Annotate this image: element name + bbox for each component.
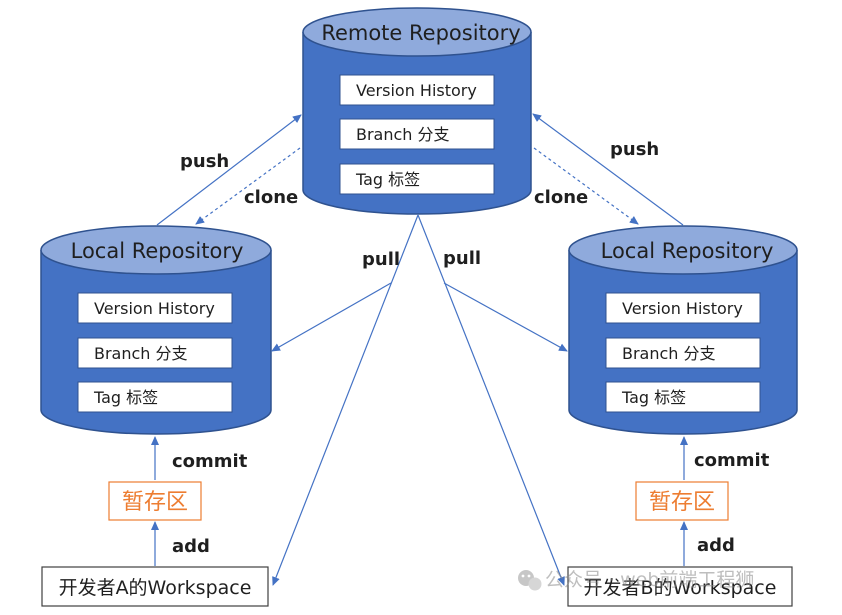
local-b-title: Local Repository [601, 239, 774, 263]
local-b-version-history: Version History [622, 299, 743, 318]
local-b-version-history-box [605, 292, 761, 324]
pull-left-arrow [271, 282, 392, 352]
clone-right-label: clone [534, 187, 588, 208]
local-a-version-history: Version History [94, 299, 215, 318]
remote-version-history: Version History [356, 81, 477, 100]
local-a-branch-box [77, 337, 233, 369]
clone-left-label: clone [244, 187, 298, 208]
pull-left-label: pull [362, 249, 400, 270]
local-a-branch: Branch 分支 [94, 344, 188, 363]
local-repository-a: Local Repository Version History Branch … [40, 225, 272, 435]
local-a-tag-box [77, 381, 233, 413]
remote-tag: Tag 标签 [355, 170, 420, 189]
push-right-arrow [532, 113, 684, 226]
wechat-icon [518, 570, 542, 591]
pull-right-label: pull [443, 248, 481, 269]
remote-repository: Remote Repository Version History Branch… [302, 7, 532, 215]
pull-to-workspace-a-arrow [272, 214, 419, 586]
local-a-version-history-box [77, 292, 233, 324]
commit-right-label: commit [694, 450, 770, 471]
local-b-branch-box [605, 337, 761, 369]
local-b-branch: Branch 分支 [622, 344, 716, 363]
pull-right-arrow [443, 282, 568, 352]
remote-title: Remote Repository [321, 21, 520, 45]
remote-branch-box [339, 118, 495, 150]
add-right-label: add [697, 535, 735, 556]
remote-tag-box [339, 163, 495, 195]
workspace-b: 开发者B的Workspace [567, 566, 793, 607]
local-b-tag-box [605, 381, 761, 413]
arrows [151, 113, 688, 586]
watermark-text: 公众号 · web前端工程狮 [545, 569, 754, 591]
local-a-tag: Tag 标签 [93, 388, 158, 407]
local-repository-b: Local Repository Version History Branch … [568, 225, 798, 435]
push-left-label: push [180, 151, 229, 172]
remote-branch: Branch 分支 [356, 125, 450, 144]
staging-area-b: 暂存区 [635, 481, 729, 521]
watermark: 公众号 · web前端工程狮 [518, 569, 754, 591]
staging-area-a: 暂存区 [108, 481, 202, 521]
staging-b-label: 暂存区 [649, 490, 715, 515]
push-left-arrow [156, 114, 302, 226]
pull-to-workspace-b-arrow [417, 214, 565, 586]
workspace-b-label: 开发者B的Workspace [584, 577, 777, 599]
push-right-label: push [610, 139, 659, 160]
add-left-label: add [172, 536, 210, 557]
workspace-a-label: 开发者A的Workspace [59, 577, 252, 599]
workspace-a: 开发者A的Workspace [41, 566, 269, 607]
arrow-labels: push clone push clone pull pull commit c… [172, 139, 770, 557]
local-a-title: Local Repository [71, 239, 244, 263]
local-b-tag: Tag 标签 [621, 388, 686, 407]
staging-a-label: 暂存区 [122, 490, 188, 515]
remote-version-history-box [339, 74, 495, 106]
commit-left-label: commit [172, 451, 248, 472]
